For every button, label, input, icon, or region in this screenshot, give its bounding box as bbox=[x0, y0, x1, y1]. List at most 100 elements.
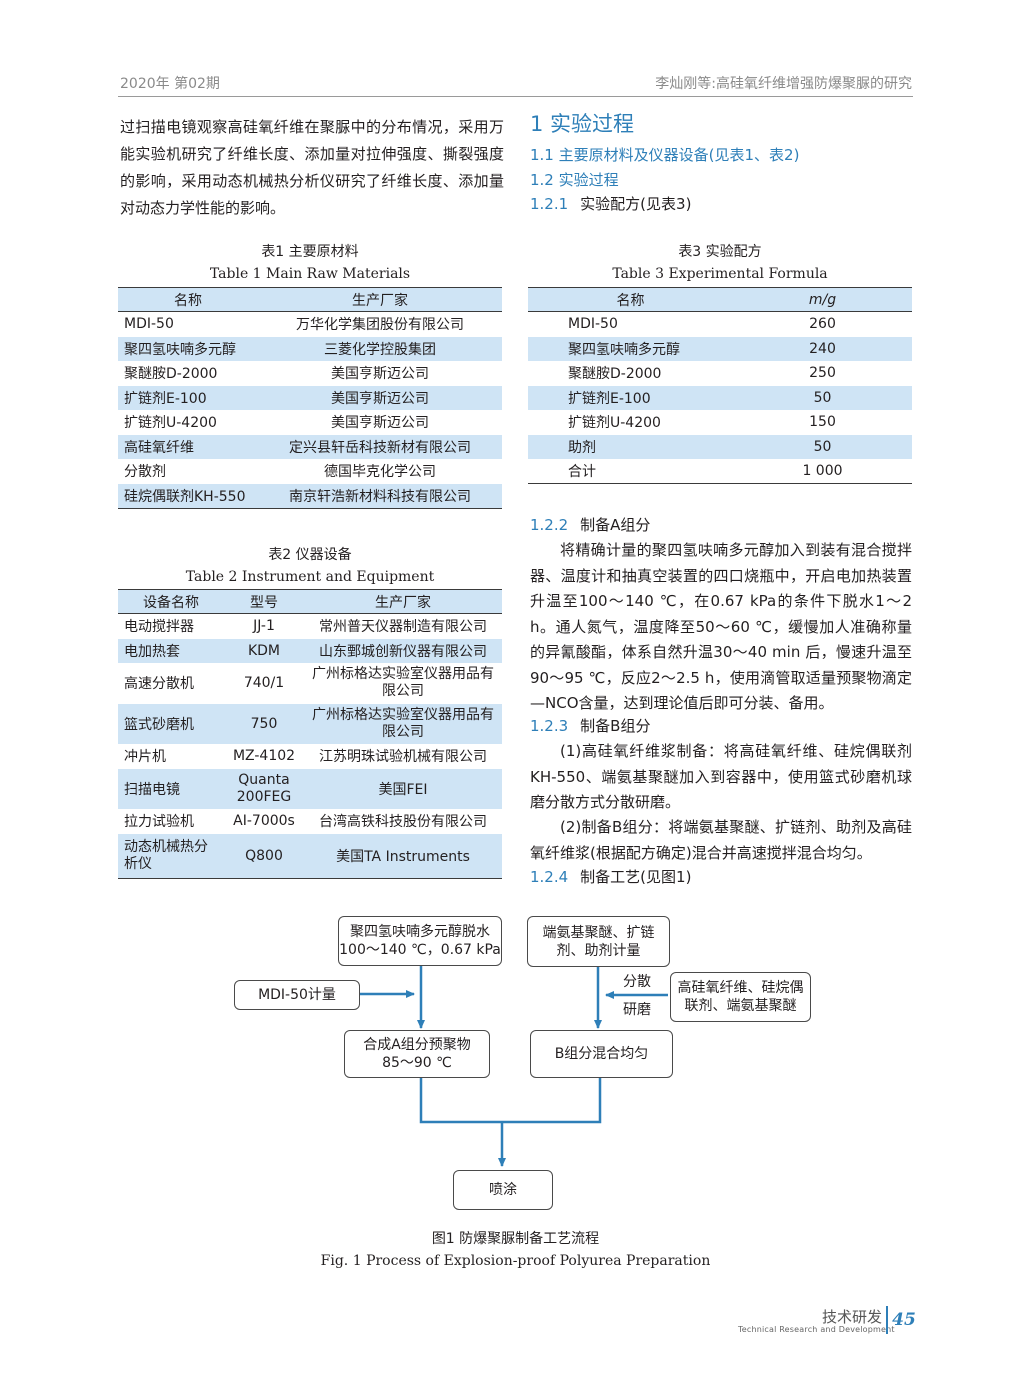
flow-box-line: 合成A组分预聚物 bbox=[363, 1037, 471, 1053]
table-cell: 电加热套 bbox=[118, 638, 224, 663]
section-1-1-heading: 1.1 主要原材料及仪器设备(见表1、表2) bbox=[530, 146, 800, 164]
table-cell: 德国毕克化学公司 bbox=[324, 464, 436, 480]
table-cell: 山东鄄城创新仪器有限公司 bbox=[304, 638, 502, 663]
table-cell: 美国TA Instruments bbox=[304, 833, 502, 879]
section-1-2-2-paragraph: 将精确计量的聚四氢呋喃多元醇加入到装有混合搅拌器、温度计和抽真空装置的四口烧瓶中… bbox=[530, 541, 912, 712]
section-1-2-3-paragraph-1: (1)高硅氧纤维浆制备：将高硅氧纤维、硅烷偶联剂KH-550、端氨基聚醚加入到容… bbox=[530, 742, 912, 811]
table-cell: 美国亨斯迈公司 bbox=[331, 415, 429, 431]
table-cell: 动态机械热分析仪 bbox=[118, 833, 224, 879]
table-cell: 740/1 bbox=[243, 675, 285, 691]
table1-caption-zh: 表1 主要原材料 bbox=[261, 244, 359, 260]
table-row: 扩链剂U-4200 美国亨斯迈公司 bbox=[118, 410, 502, 435]
table-cell: 扩链剂U-4200 bbox=[124, 415, 217, 431]
flow-box-line: 剂、助剂计量 bbox=[556, 942, 641, 959]
table1-caption: 表1 主要原材料 Table 1 Main Raw Materials bbox=[118, 241, 502, 285]
page-number: 45 bbox=[886, 1306, 920, 1334]
footer-column-name: 技术研发 bbox=[822, 1308, 883, 1326]
table-cell: 冲片机 bbox=[124, 749, 166, 765]
table-cell: 扩链剂E-100 bbox=[118, 385, 258, 410]
table-cell: 硅烷偶联剂KH-550 bbox=[118, 483, 258, 509]
table-cell: 篮式砂磨机 bbox=[118, 703, 224, 744]
table-header-row: 名称 m/g bbox=[528, 287, 912, 312]
table-cell: 扫描电镜 bbox=[118, 768, 224, 809]
header-rule bbox=[118, 96, 913, 97]
table-cell: 广州标格达实验室仪器用品有限公司 bbox=[304, 703, 502, 744]
table-cell: 电动搅拌器 bbox=[124, 619, 194, 635]
table2-caption-en: Table 2 Instrument and Equipment bbox=[185, 569, 435, 585]
table1-caption-en: Table 1 Main Raw Materials bbox=[209, 266, 411, 282]
table-cell: 高速分散机 bbox=[124, 676, 194, 692]
flow-label-disperse: 分散 bbox=[623, 974, 651, 990]
figure1-caption-en: Fig. 1 Process of Explosion-proof Polyur… bbox=[320, 1253, 711, 1269]
table-cell: 定兴县轩岳科技新材有限公司 bbox=[258, 434, 502, 459]
table-row: 冲片机 MZ-4102 江苏明珠试验机械有限公司 bbox=[118, 744, 502, 769]
table-header-cell: 设备名称 bbox=[118, 589, 224, 614]
table-header-row: 设备名称 型号 生产厂家 bbox=[118, 589, 502, 614]
table-cell: 260 bbox=[809, 316, 836, 332]
table-header-cell: 生产厂家 bbox=[304, 589, 502, 614]
table-header-cell: 名称 bbox=[528, 287, 733, 312]
flow-box-line: 端氨基聚醚、扩链 bbox=[542, 924, 655, 941]
figure1-caption: 图1 防爆聚脲制备工艺流程 Fig. 1 Process of Explosio… bbox=[118, 1228, 913, 1272]
table-cell: 拉力试验机 bbox=[124, 814, 194, 830]
connector-to-spray bbox=[419, 1077, 602, 1124]
table-cell: 三菱化学控股集团 bbox=[258, 336, 502, 361]
table-cell: 常州普天仪器制造有限公司 bbox=[319, 619, 487, 635]
flow-label-grind: 研磨 bbox=[623, 1002, 651, 1018]
table-cell: 分散剂 bbox=[124, 464, 166, 480]
table-cell: MDI-50 bbox=[568, 316, 618, 332]
table-header-row: 名称 生产厂家 bbox=[118, 287, 502, 312]
table-cell: 美国亨斯迈公司 bbox=[331, 366, 429, 382]
table-row: 聚醚胺D-2000 美国亨斯迈公司 bbox=[118, 361, 502, 386]
journal-issue: 2020年 第02期 bbox=[120, 76, 220, 92]
flow-box-line: 喷涂 bbox=[489, 1182, 517, 1198]
table-row: 分散剂 德国毕克化学公司 bbox=[118, 459, 502, 484]
table-cell: MZ-4102 bbox=[232, 748, 296, 764]
table-cell: AI-7000s bbox=[233, 813, 295, 829]
flow-box-line: MDI-50计量 bbox=[258, 987, 336, 1003]
table-cell: Q800 bbox=[224, 833, 304, 879]
table-cell: 聚醚胺D-2000 bbox=[124, 366, 218, 382]
table-cell: 聚四氢呋喃多元醇 bbox=[528, 336, 733, 361]
table2-caption-zh: 表2 仪器设备 bbox=[268, 547, 352, 563]
table-header-cell: 生产厂家 bbox=[258, 287, 502, 312]
section-1-2-heading: 1.2 实验过程 bbox=[530, 171, 619, 189]
table-cell: 50 bbox=[733, 385, 912, 410]
running-title: 李灿刚等:高硅氧纤维增强防爆聚脲的研究 bbox=[655, 76, 912, 92]
flow-box-prepolymer: 合成A组分预聚物 85～90 ℃ bbox=[344, 1030, 490, 1078]
table-row: MDI-50 260 bbox=[528, 312, 912, 337]
table-cell: 助剂 bbox=[528, 434, 733, 459]
table3-caption: 表3 实验配方 Table 3 Experimental Formula bbox=[528, 241, 912, 285]
table-header-cell: 名称 bbox=[118, 287, 258, 312]
flow-box-line: 联剂、端氨基聚醚 bbox=[684, 998, 797, 1014]
table-cell: 扩链剂U-4200 bbox=[568, 415, 661, 431]
flow-box-bmix: B组分混合均匀 bbox=[530, 1030, 673, 1078]
section-1-heading: 1 实验过程 bbox=[530, 112, 635, 136]
section-title: 制备工艺(见图1) bbox=[580, 868, 692, 886]
table-cell: 240 bbox=[733, 336, 912, 361]
flow-box-line: 高硅氧纤维、硅烷偶 bbox=[677, 980, 804, 996]
table-cell: 扩链剂E-100 bbox=[528, 385, 733, 410]
table-cell: 美国FEI bbox=[304, 768, 502, 809]
table-cell: 江苏明珠试验机械有限公司 bbox=[319, 749, 487, 765]
table-header-cell: 型号 bbox=[224, 589, 304, 614]
flow-box-line: 85～90 ℃ bbox=[382, 1055, 452, 1071]
footer-column-name-en: Technical Research and Development bbox=[738, 1325, 895, 1334]
table3-caption-zh: 表3 实验配方 bbox=[678, 244, 762, 260]
